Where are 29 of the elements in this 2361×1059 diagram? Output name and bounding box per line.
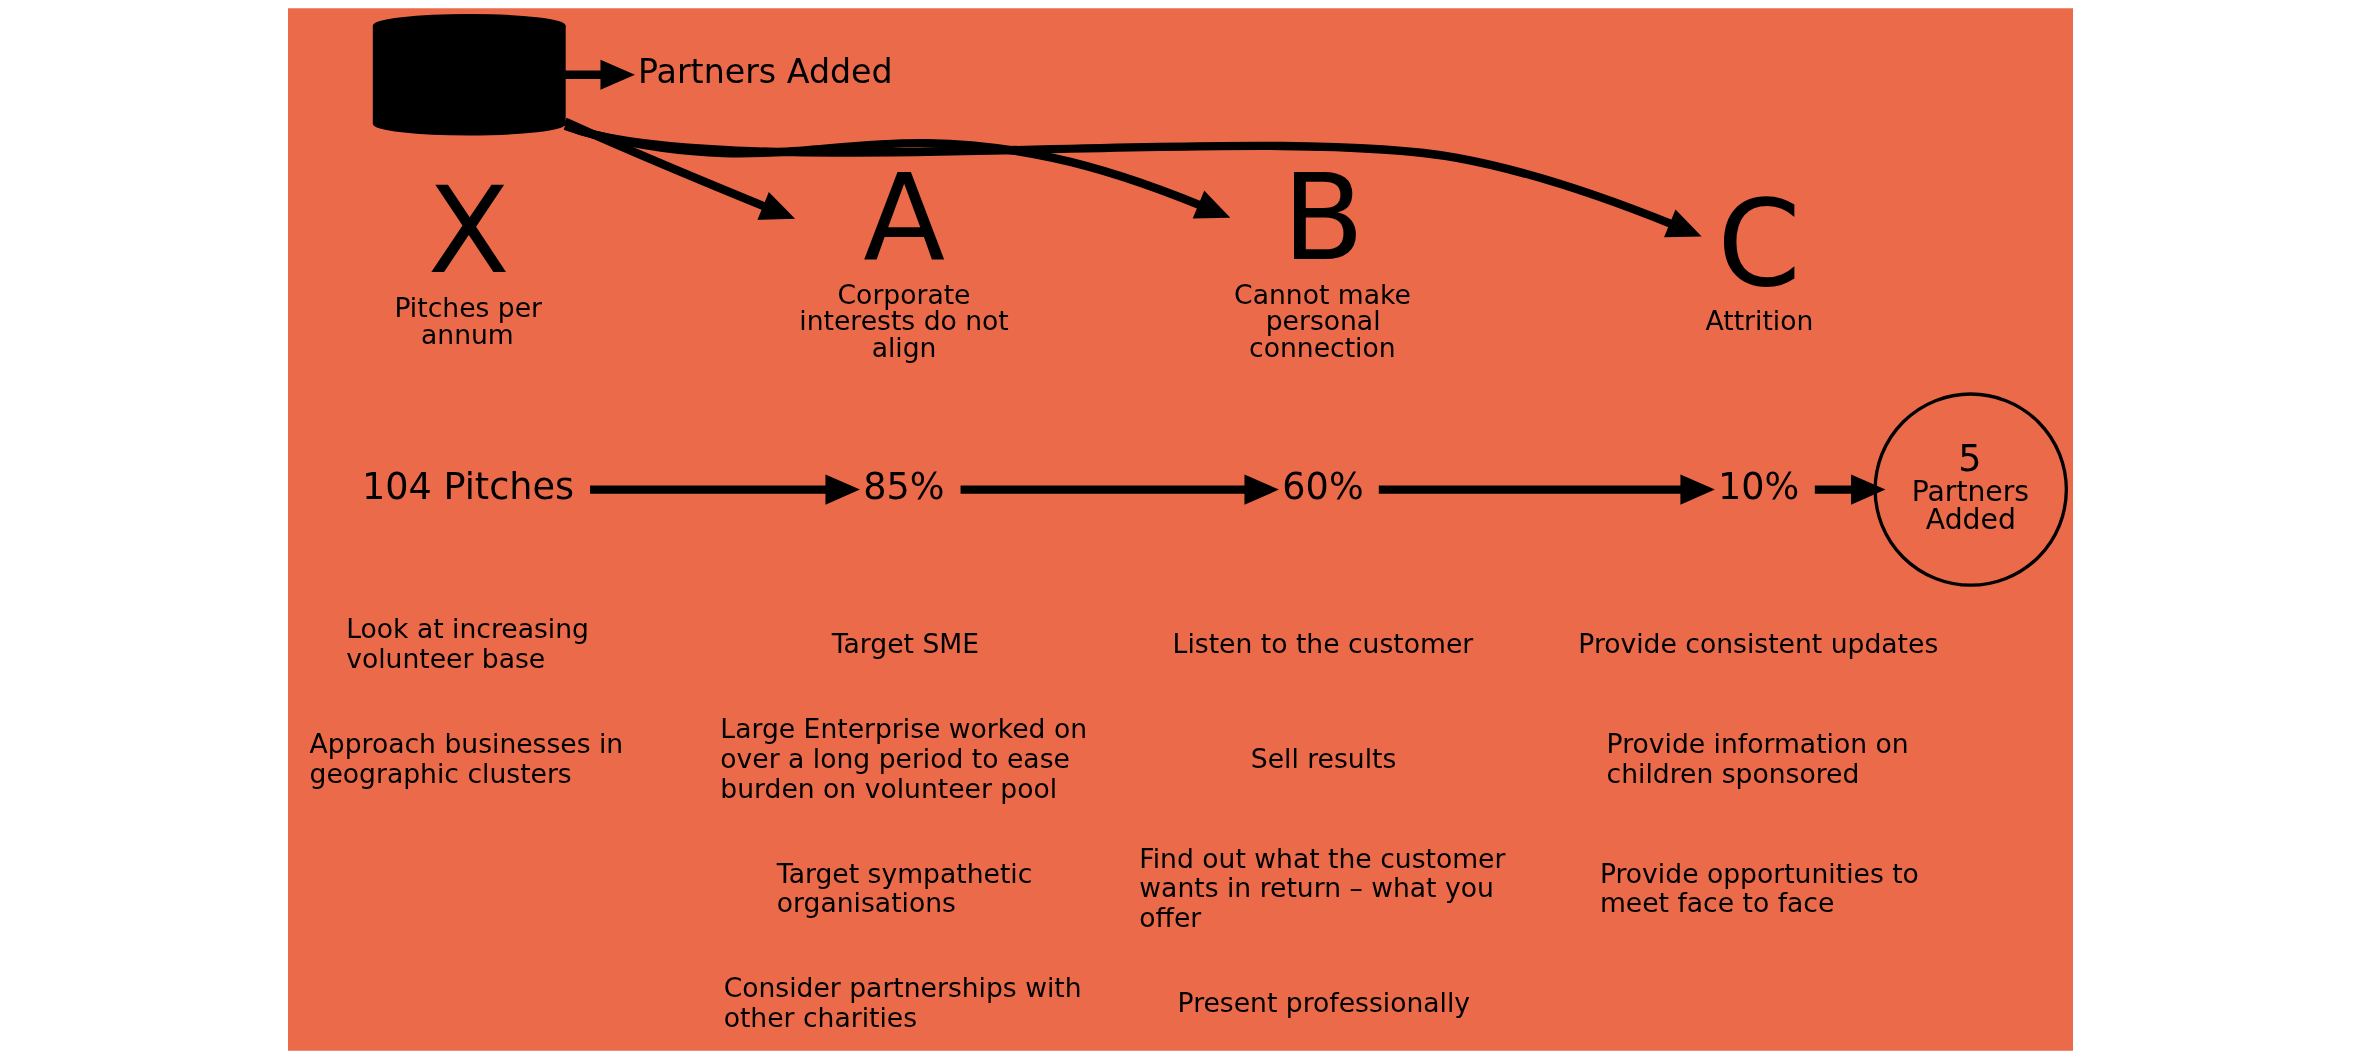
label: Provide opportunities to meet face to face	[1599, 857, 1919, 919]
arrow	[565, 59, 635, 90]
node-text: 10%	[1718, 464, 1800, 508]
label: Look at increasing volunteer base	[346, 613, 589, 675]
node-text: 104 Pitches	[361, 464, 575, 508]
arrow	[563, 117, 796, 220]
label: Present professionally	[1177, 987, 1471, 1019]
label: Provide consistent updates	[1578, 628, 1939, 660]
label: Listen to the customer	[1172, 628, 1474, 660]
label: Large Enterprise worked on over a long period to ease burden on volunteer pool	[720, 712, 1088, 804]
label: Provide information on children sponsored	[1606, 727, 1909, 789]
arrow	[1378, 474, 1715, 505]
label: Target sympathetic organisations	[776, 857, 1033, 919]
label: Find out what the customer wants in return – what you offer	[1139, 842, 1506, 934]
node-text: B Cannot make personal connection	[1234, 147, 1411, 364]
node-circle: 5 Partners Added	[1873, 392, 2068, 587]
node-text: 60%	[1282, 464, 1364, 508]
label: Sell results	[1250, 742, 1397, 774]
node-text: A Corporate interests do not align	[799, 147, 1009, 364]
arrow	[590, 474, 860, 505]
node-text: 85%	[863, 464, 945, 508]
label: Approach businesses in geographic clusters	[309, 727, 624, 789]
arrow	[1814, 474, 1886, 505]
node-text: X Pitches per annum	[394, 160, 543, 350]
node-text: C Attrition	[1705, 174, 1814, 337]
arrow	[960, 474, 1279, 505]
label: Consider partnerships with other charities	[723, 972, 1082, 1034]
label: Target SME	[831, 628, 980, 660]
node-text: Partners Added	[638, 52, 893, 92]
